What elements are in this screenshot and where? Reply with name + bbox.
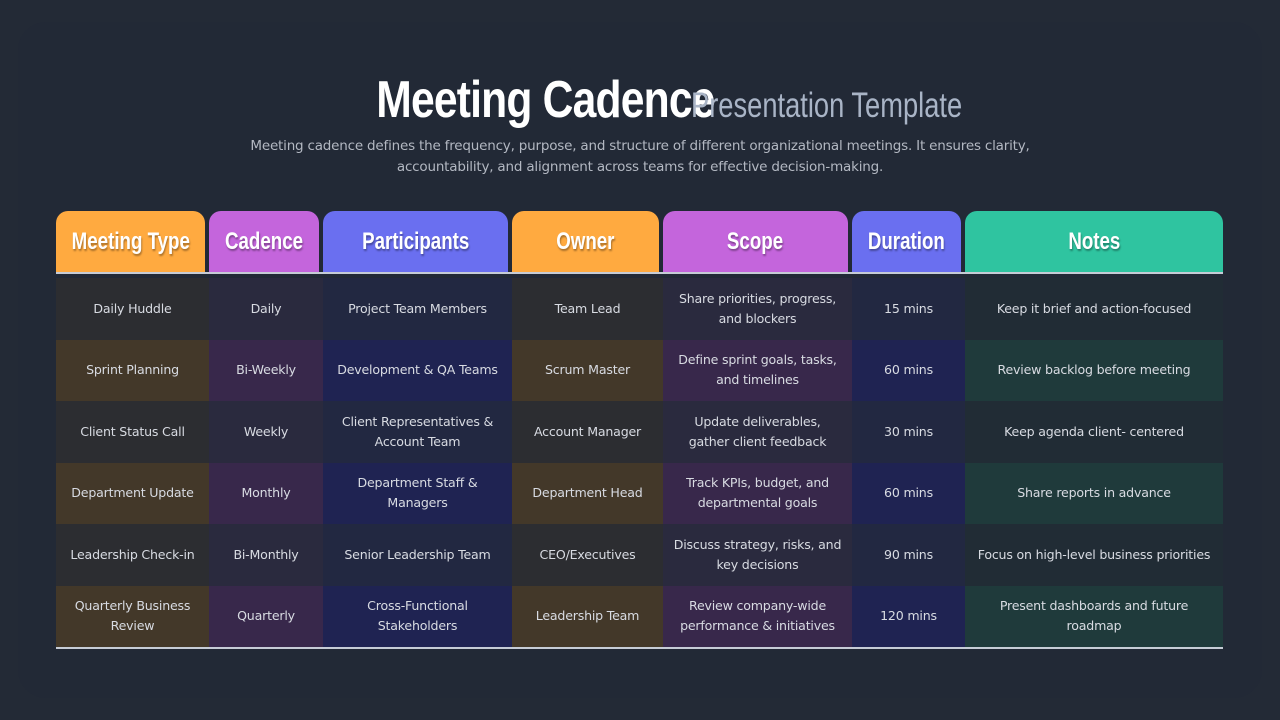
cell-notes: Keep it brief and action-focused	[965, 278, 1223, 340]
cell-duration: 60 mins	[852, 339, 965, 401]
cell-meeting-type: Leadership Check-in	[56, 524, 209, 586]
table-header-row: Meeting Type Cadence Participants Owner …	[56, 211, 1223, 273]
cell-scope: Update deliverables, gather client feedb…	[663, 401, 852, 463]
header-notes: Notes	[965, 211, 1223, 273]
cell-scope: Review company-wide performance & initia…	[663, 585, 852, 647]
header-scope: Scope	[663, 211, 848, 273]
cell-meeting-type: Department Update	[56, 462, 209, 524]
header-label: Duration	[868, 228, 945, 255]
page-subtitle: Meeting cadence defines the frequency, p…	[240, 136, 1040, 178]
cell-duration: 60 mins	[852, 462, 965, 524]
title-main: Meeting Cadence	[376, 71, 715, 129]
cell-scope: Discuss strategy, risks, and key decisio…	[663, 524, 852, 586]
cell-cadence: Quarterly	[209, 585, 323, 647]
cell-notes: Review backlog before meeting	[965, 339, 1223, 401]
cell-duration: 15 mins	[852, 278, 965, 340]
page-title: Meeting Cadence Presentation Template	[0, 70, 1280, 130]
header-cadence: Cadence	[209, 211, 319, 273]
cell-participants: Development & QA Teams	[323, 339, 512, 401]
cell-cadence: Bi-Weekly	[209, 339, 323, 401]
cell-owner: Department Head	[512, 462, 663, 524]
header-label: Owner	[556, 228, 615, 255]
header-label: Meeting Type	[71, 228, 190, 255]
cell-duration: 90 mins	[852, 524, 965, 586]
cell-participants: Cross-Functional Stakeholders	[323, 585, 512, 647]
cell-participants: Senior Leadership Team	[323, 524, 512, 586]
header-label: Notes	[1067, 228, 1121, 255]
cell-scope: Share priorities, progress, and blockers	[663, 278, 852, 340]
cell-meeting-type: Sprint Planning	[56, 339, 209, 401]
header-duration: Duration	[852, 211, 961, 273]
cell-participants: Project Team Members	[323, 278, 512, 340]
header-label: Cadence	[224, 228, 304, 255]
header-participants: Participants	[323, 211, 508, 273]
header-label: Participants	[361, 228, 470, 255]
meeting-cadence-table: Meeting Type Cadence Participants Owner …	[56, 211, 1223, 649]
subtitle-line-1: Meeting cadence defines the frequency, p…	[250, 138, 1030, 154]
cell-scope: Track KPIs, budget, and departmental goa…	[663, 462, 852, 524]
cell-participants: Department Staff & Managers	[323, 462, 512, 524]
cell-meeting-type: Daily Huddle	[56, 278, 209, 340]
cell-cadence: Monthly	[209, 462, 323, 524]
cell-owner: Team Lead	[512, 278, 663, 340]
cell-owner: Account Manager	[512, 401, 663, 463]
cell-meeting-type: Client Status Call	[56, 401, 209, 463]
table-bottom-divider	[56, 647, 1223, 649]
cell-cadence: Weekly	[209, 401, 323, 463]
cell-owner: Scrum Master	[512, 339, 663, 401]
cell-notes: Keep agenda client- centered	[965, 401, 1223, 463]
cell-cadence: Daily	[209, 278, 323, 340]
cell-scope: Define sprint goals, tasks, and timeline…	[663, 339, 852, 401]
header-meeting-type: Meeting Type	[56, 211, 205, 273]
header-owner: Owner	[512, 211, 659, 273]
cell-owner: Leadership Team	[512, 585, 663, 647]
cell-participants: Client Representatives & Account Team	[323, 401, 512, 463]
title-sub: Presentation Template	[690, 86, 962, 125]
header-divider	[56, 272, 1223, 274]
subtitle-line-2: accountability, and alignment across tea…	[396, 159, 884, 175]
cell-duration: 30 mins	[852, 401, 965, 463]
header-label: Scope	[727, 228, 784, 255]
cell-cadence: Bi-Monthly	[209, 524, 323, 586]
cell-meeting-type: Quarterly Business Review	[56, 585, 209, 647]
cell-notes: Share reports in advance	[965, 462, 1223, 524]
cell-owner: CEO/Executives	[512, 524, 663, 586]
cell-notes: Present dashboards and future roadmap	[965, 585, 1223, 647]
cell-notes: Focus on high-level business priorities	[965, 524, 1223, 586]
cell-duration: 120 mins	[852, 585, 965, 647]
